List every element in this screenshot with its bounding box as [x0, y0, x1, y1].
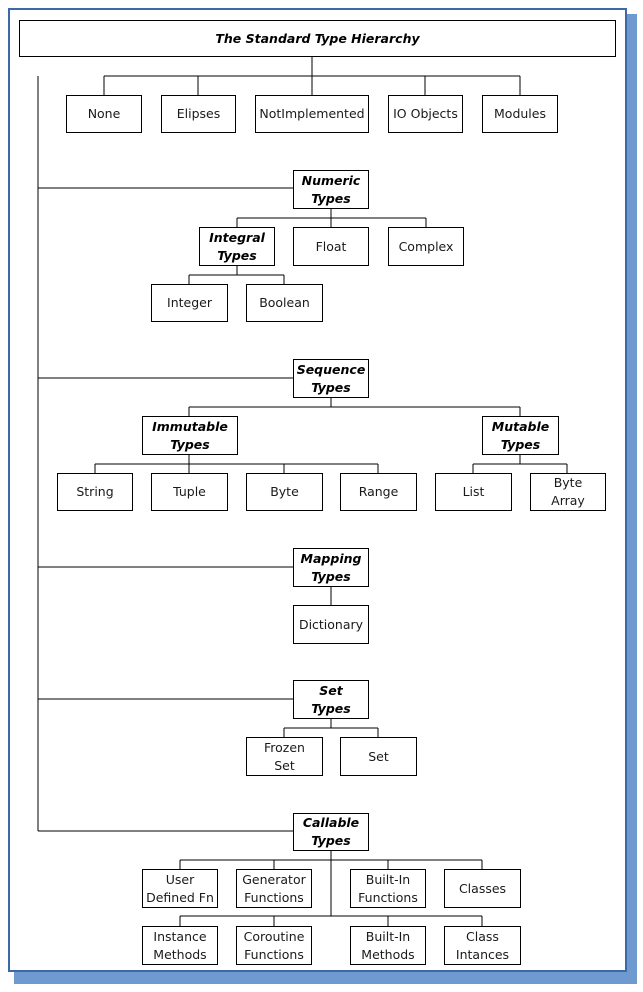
node-immutable-types: Immutable Types [142, 416, 238, 455]
node-integral-types: Integral Types [199, 227, 275, 266]
node-class-intances: Class Intances [444, 926, 521, 965]
node-generator-functions: Generator Functions [236, 869, 312, 908]
node-byte: Byte [246, 473, 323, 511]
node-set: Set [340, 737, 417, 776]
node-modules: Modules [482, 95, 558, 133]
node-sequence-types: Sequence Types [293, 359, 369, 398]
node-classes: Classes [444, 869, 521, 908]
node-notimplemented: NotImplemented [255, 95, 369, 133]
node-frozen-set: Frozen Set [246, 737, 323, 776]
node-coroutine-functions: Coroutine Functions [236, 926, 312, 965]
node-none: None [66, 95, 142, 133]
node-integer: Integer [151, 284, 228, 322]
node-set-types: Set Types [293, 680, 369, 719]
node-callable-types: Callable Types [293, 813, 369, 851]
node-byte-array: Byte Array [530, 473, 606, 511]
node-float: Float [293, 227, 369, 266]
node-io-objects: IO Objects [388, 95, 463, 133]
node-complex: Complex [388, 227, 464, 266]
node-instance-methods: Instance Methods [142, 926, 218, 965]
diagram-title: The Standard Type Hierarchy [19, 20, 616, 57]
node-string: String [57, 473, 133, 511]
node-range: Range [340, 473, 417, 511]
node-built-in-functions: Built-In Functions [350, 869, 426, 908]
node-mapping-types: Mapping Types [293, 548, 369, 587]
node-built-in-methods: Built-In Methods [350, 926, 426, 965]
node-mutable-types: Mutable Types [482, 416, 559, 455]
node-list: List [435, 473, 512, 511]
node-boolean: Boolean [246, 284, 323, 322]
node-user-defined-fn: User Defined Fn [142, 869, 218, 908]
node-elipses: Elipses [161, 95, 236, 133]
node-numeric-types: Numeric Types [293, 170, 369, 209]
node-tuple: Tuple [151, 473, 228, 511]
node-dictionary: Dictionary [293, 605, 369, 644]
